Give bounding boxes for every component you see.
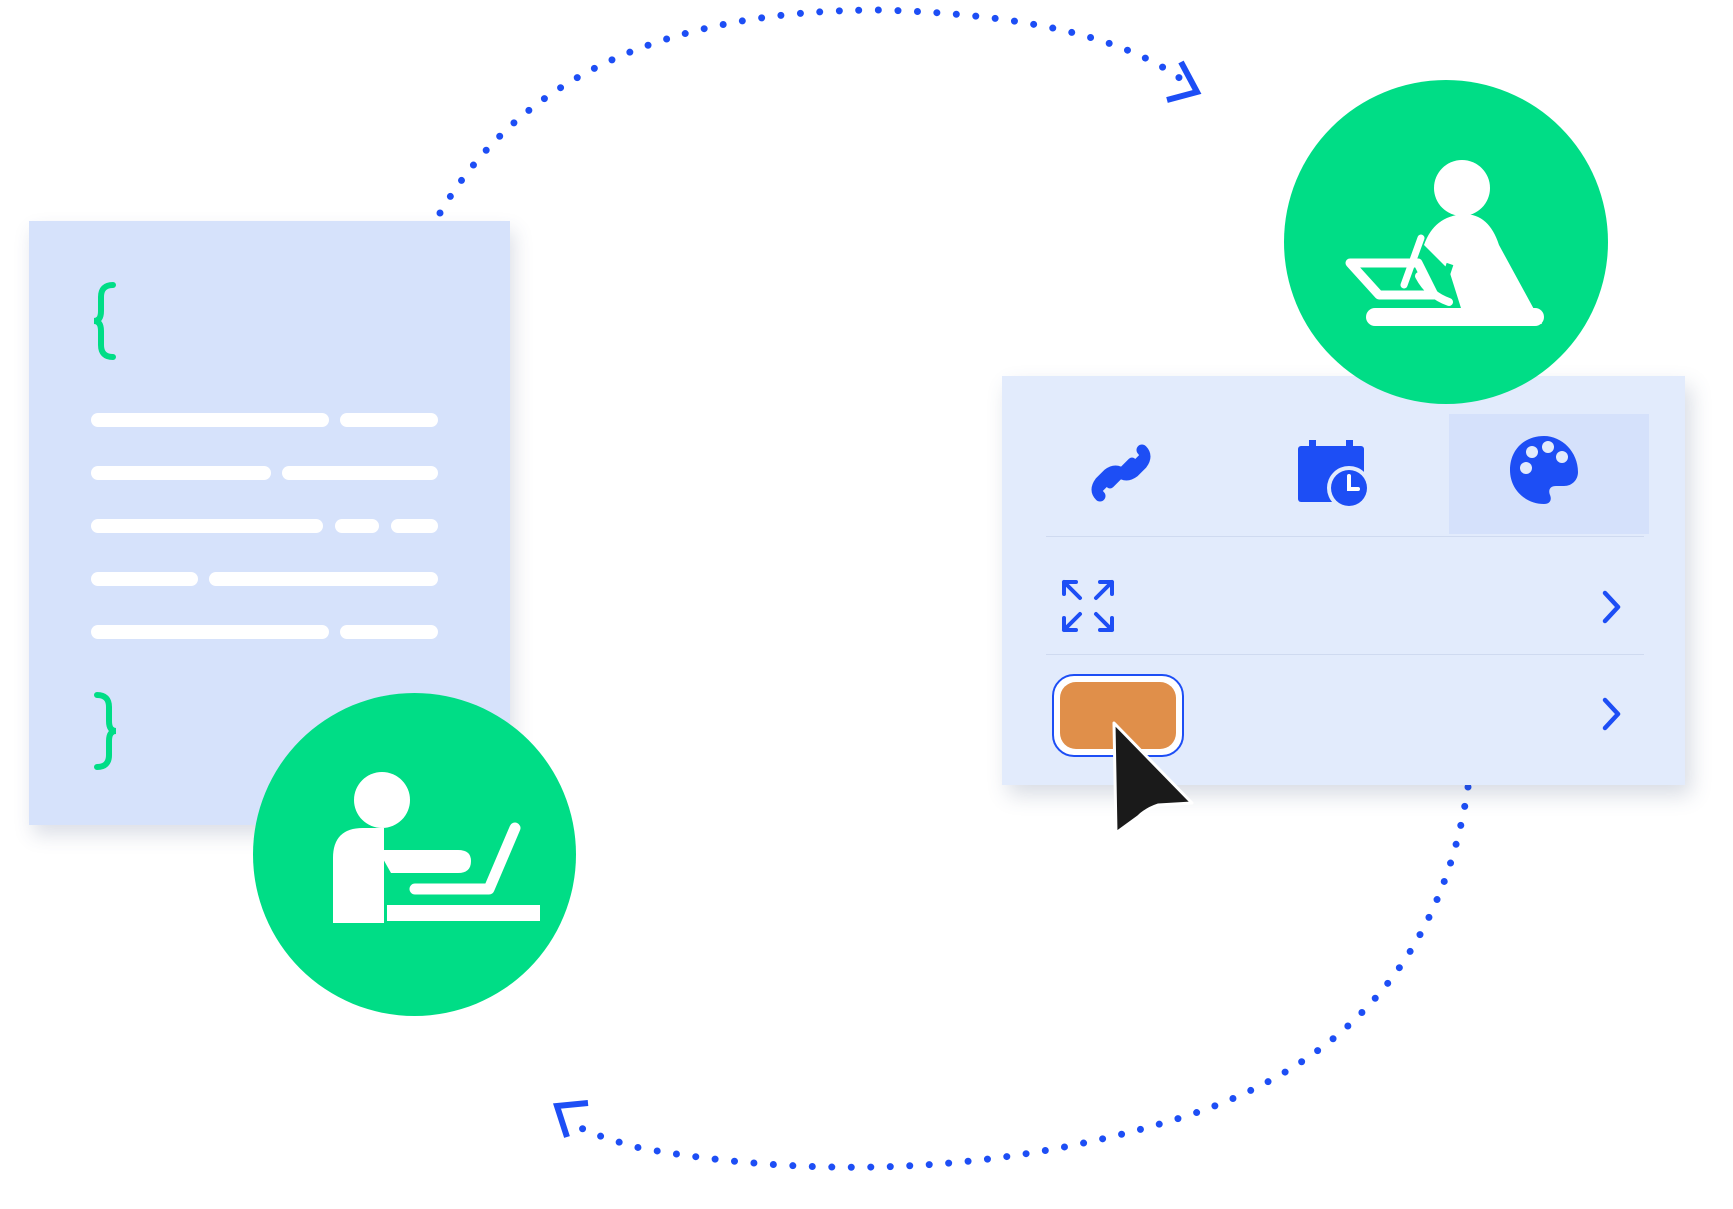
widget-panel — [1002, 376, 1685, 785]
link-icon[interactable] — [1086, 438, 1156, 508]
code-line — [91, 519, 323, 533]
code-line — [282, 466, 438, 480]
divider — [1046, 654, 1644, 655]
code-line — [340, 625, 438, 639]
chevron-right-icon[interactable] — [1600, 589, 1624, 625]
top-dotted-arc — [436, 6, 1194, 217]
open-brace-icon — [93, 282, 116, 360]
expand-row[interactable] — [1046, 538, 1644, 654]
person-laptop-icon — [333, 772, 540, 923]
palette-icon[interactable] — [1506, 432, 1582, 508]
code-line — [335, 519, 379, 533]
divider — [1046, 536, 1644, 537]
bottom-dotted-arc — [566, 783, 1472, 1171]
code-line — [340, 413, 438, 427]
code-line — [209, 572, 438, 586]
code-document — [29, 221, 510, 825]
close-brace-icon — [94, 692, 117, 770]
code-line — [391, 519, 438, 533]
expand-arrows-icon — [1062, 580, 1114, 632]
person-drawing-tablet-icon — [1345, 160, 1544, 326]
mouse-cursor-icon — [1112, 721, 1194, 835]
top-arrowhead — [1166, 60, 1202, 103]
calendar-clock-icon[interactable] — [1295, 438, 1373, 514]
code-line — [91, 572, 198, 586]
code-line — [91, 466, 271, 480]
code-line — [91, 625, 329, 639]
code-line — [91, 413, 329, 427]
bottom-arrowhead — [553, 1100, 589, 1138]
chevron-right-icon[interactable] — [1600, 696, 1624, 732]
